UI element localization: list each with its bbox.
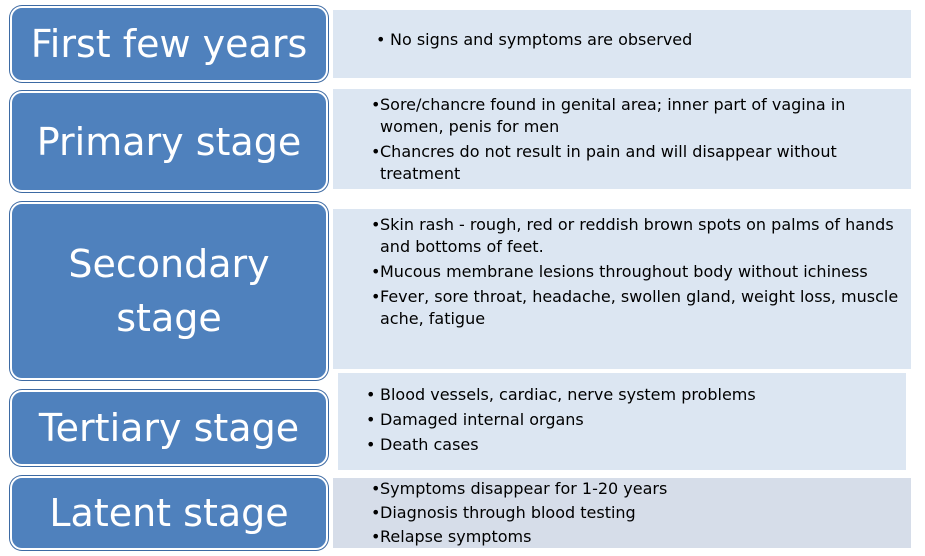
symptom-list: •Blood vessels, cardiac, nerve system pr… — [366, 384, 896, 456]
symptom-text: Sore/chancre found in genital area; inne… — [380, 95, 846, 136]
symptom-text: Symptoms disappear for 1-20 years — [380, 479, 668, 498]
stage-box-primary: Primary stage — [10, 91, 328, 192]
detail-box-latent: •Symptoms disappear for 1-20 years •Diag… — [333, 478, 911, 548]
symptom-text: Death cases — [380, 435, 479, 454]
symptom-item: •Skin rash - rough, red or reddish brown… — [371, 214, 901, 258]
symptom-list: •Skin rash - rough, red or reddish brown… — [371, 214, 901, 330]
symptom-text: Chancres do not result in pain and will … — [380, 142, 837, 183]
stage-box-latent: Latent stage — [10, 476, 328, 550]
symptom-text: Fever, sore throat, headache, swollen gl… — [380, 287, 899, 328]
stage-box-first-few-years: First few years — [10, 6, 328, 82]
stage-title: Latent stage — [49, 491, 289, 535]
symptom-text: Relapse symptoms — [380, 527, 532, 546]
stage-title: Tertiary stage — [38, 406, 300, 450]
symptom-text: Damaged internal organs — [380, 410, 584, 429]
symptom-item: •Fever, sore throat, headache, swollen g… — [371, 286, 901, 330]
bullet-icon: • — [366, 435, 376, 454]
bullet-icon: • — [371, 95, 381, 114]
symptom-item: •Sore/chancre found in genital area; inn… — [371, 94, 901, 138]
bullet-icon: • — [366, 385, 376, 404]
symptom-text: Mucous membrane lesions throughout body … — [380, 262, 868, 281]
symptom-item: •Mucous membrane lesions throughout body… — [371, 261, 901, 283]
stage-title: Primary stage — [36, 119, 302, 164]
symptom-item: •Diagnosis through blood testing — [371, 502, 901, 524]
detail-box-primary: •Sore/chancre found in genital area; inn… — [333, 89, 911, 189]
bullet-icon: • — [376, 30, 386, 49]
symptom-list: •Sore/chancre found in genital area; inn… — [371, 94, 901, 185]
detail-box-tertiary: •Blood vessels, cardiac, nerve system pr… — [338, 373, 906, 470]
stage-box-tertiary: Tertiary stage — [10, 390, 328, 466]
detail-box-first-few-years: •No signs and symptoms are observed — [333, 10, 911, 78]
symptom-item: •No signs and symptoms are observed — [376, 29, 901, 51]
bullet-icon: • — [371, 142, 381, 161]
bullet-icon: • — [366, 410, 376, 429]
bullet-icon: • — [371, 527, 381, 546]
symptom-item: •Chancres do not result in pain and will… — [371, 141, 901, 185]
stage-box-secondary: Secondary stage — [10, 202, 328, 380]
bullet-icon: • — [371, 287, 381, 306]
symptom-item: •Relapse symptoms — [371, 526, 901, 548]
symptom-list: •No signs and symptoms are observed — [376, 29, 901, 51]
bullet-icon: • — [371, 262, 381, 281]
symptom-item: •Death cases — [366, 434, 896, 456]
symptom-text: Skin rash - rough, red or reddish brown … — [380, 215, 894, 256]
stage-title: First few years — [30, 22, 308, 66]
bullet-icon: • — [371, 503, 381, 522]
symptom-text: No signs and symptoms are observed — [390, 30, 693, 49]
detail-box-secondary: •Skin rash - rough, red or reddish brown… — [333, 209, 911, 369]
symptom-item: •Damaged internal organs — [366, 409, 896, 431]
symptom-text: Diagnosis through blood testing — [380, 503, 636, 522]
symptom-item: •Blood vessels, cardiac, nerve system pr… — [366, 384, 896, 406]
bullet-icon: • — [371, 479, 381, 498]
symptom-text: Blood vessels, cardiac, nerve system pro… — [380, 385, 756, 404]
bullet-icon: • — [371, 215, 381, 234]
stage-title: Secondary stage — [68, 242, 270, 340]
symptom-item: •Symptoms disappear for 1-20 years — [371, 478, 901, 500]
symptom-list: •Symptoms disappear for 1-20 years •Diag… — [371, 478, 901, 548]
